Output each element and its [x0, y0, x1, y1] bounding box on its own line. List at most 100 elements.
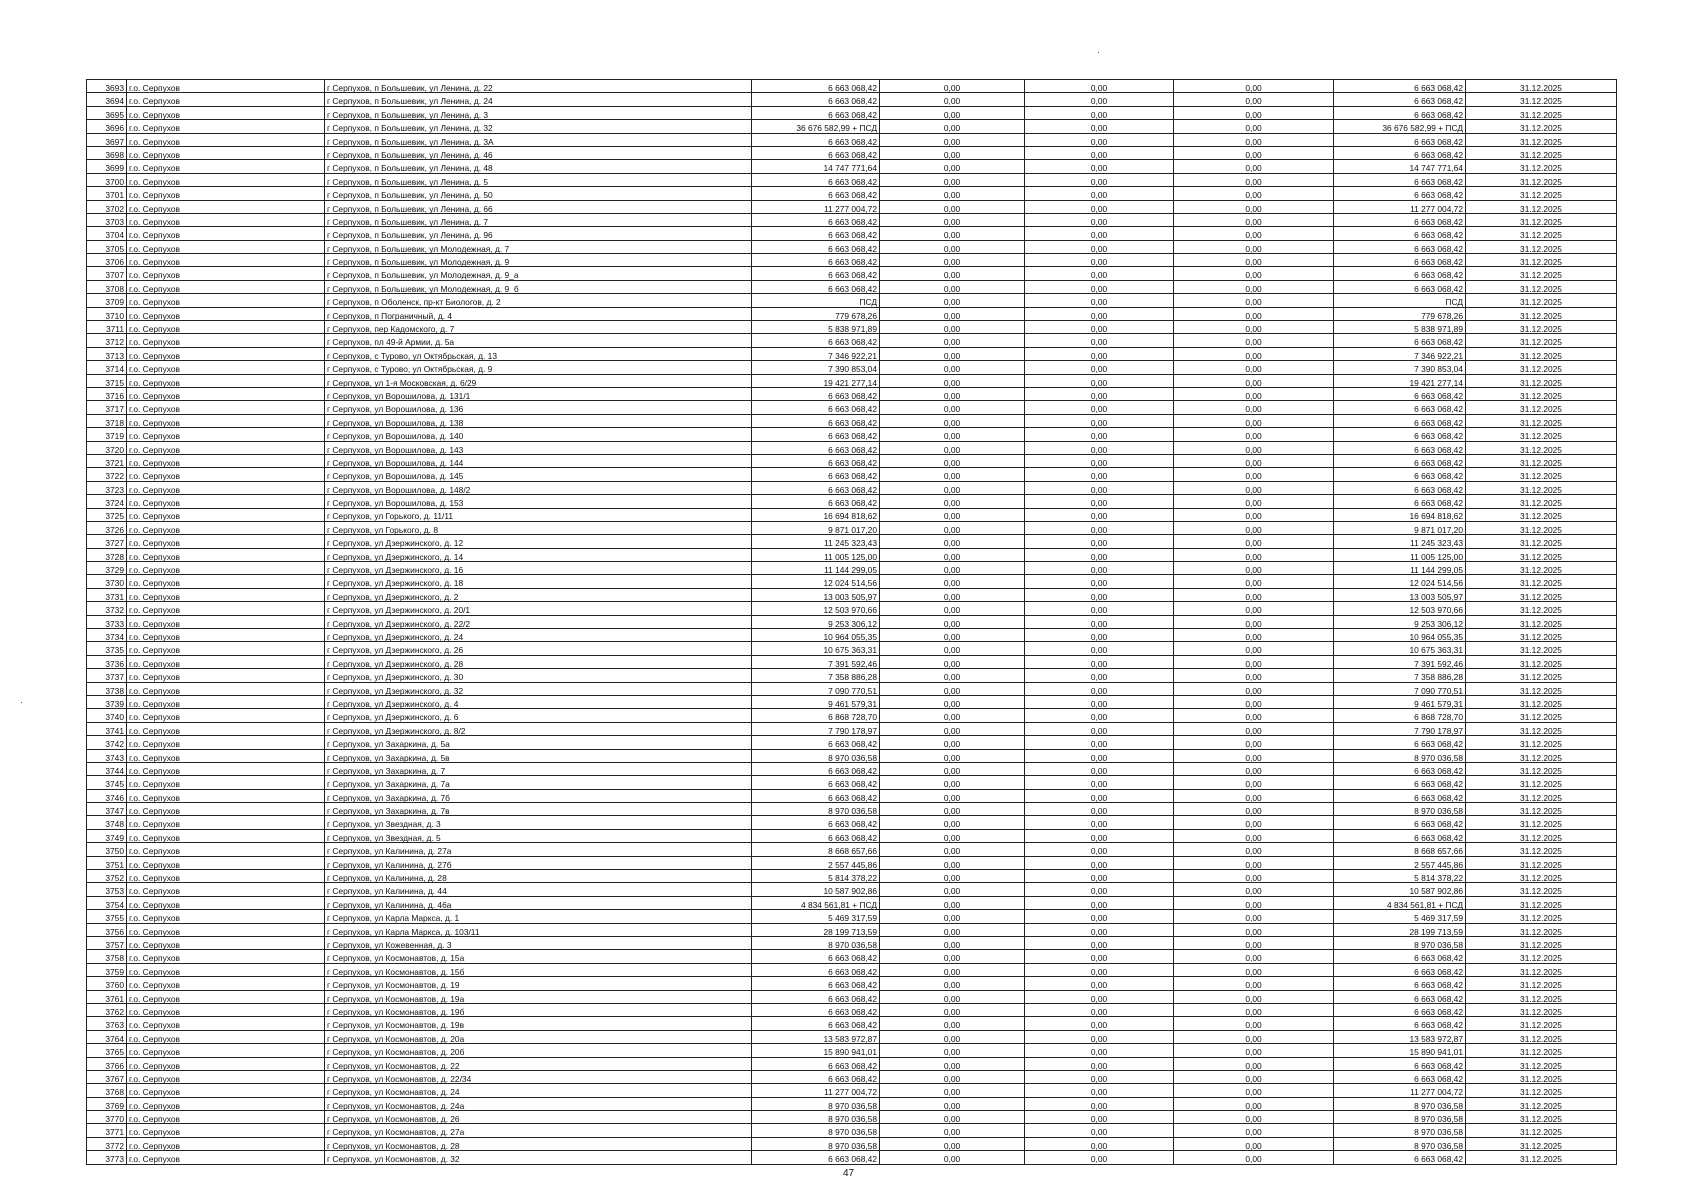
cost-final-cell: 6 663 068,42 [1333, 761, 1466, 777]
address-cell: г Серпухов, п Большевик, ул Ленина, д. 3 [324, 105, 752, 121]
address-cell: г Серпухов, ул Захаркина, д. 7б [324, 788, 752, 804]
cost-zero-cell: 0,00 [879, 654, 1025, 670]
cost-zero-cell: 0,00 [1024, 788, 1174, 804]
cost-zero-cell: 0,00 [1024, 828, 1174, 844]
municipality-cell: г.о. Серпухов [126, 909, 325, 924]
row-number-cell: 3706 [86, 253, 127, 268]
address-cell: г Серпухов, ул Дзержинского, д. 14 [324, 547, 752, 563]
address-cell: г Серпухов, ул Космонавтов, д. 28 [324, 1136, 752, 1152]
cost-zero-cell: 0,00 [1173, 507, 1334, 522]
row-number-cell: 3746 [86, 788, 127, 804]
address-cell: г Серпухов, ул Звездная, д. 5 [324, 828, 752, 844]
address-cell: г Серпухов, ул Ворошилова, д. 131/1 [324, 386, 752, 402]
address-cell: г Серпухов, п Большевик, ул Ленина, д. 4… [324, 159, 752, 174]
address-cell: г Серпухов, ул Калинина, д. 46а [324, 895, 752, 911]
address-cell: г Серпухов, ул Калинина, д. 27а [324, 842, 752, 857]
cost-final-cell: 8 970 036,58 [1333, 1123, 1466, 1138]
deadline-date-cell: 31.12.2025 [1465, 1016, 1617, 1031]
address-cell: г Серпухов, ул Карла Маркса, д. 103/11 [324, 922, 752, 938]
address-cell: г Серпухов, ул Кожевенная, д. 3 [324, 935, 752, 951]
municipality-cell: г.о. Серпухов [126, 842, 325, 857]
cost-zero-cell: 0,00 [879, 922, 1025, 938]
cost-total-cell: 5 469 317,59 [751, 909, 880, 924]
address-cell: г Серпухов, ул Дзержинского, д. 22/2 [324, 614, 752, 630]
cost-final-cell: 6 663 068,42 [1333, 92, 1466, 107]
cost-total-cell: 6 663 068,42 [751, 1150, 880, 1165]
row-number-cell: 3730 [86, 574, 127, 589]
municipality-cell: г.о. Серпухов [126, 78, 325, 94]
address-cell: г Серпухов, ул Дзержинского, д. 16 [324, 561, 752, 576]
municipality-cell: г.о. Серпухов [126, 333, 325, 348]
address-cell: г Серпухов, ул Горького, д. 11/11 [324, 507, 752, 522]
address-cell: г Серпухов, ул Космонавтов, д. 22/34 [324, 1069, 752, 1085]
cost-zero-cell: 0,00 [1024, 145, 1174, 161]
cost-final-cell: 36 676 582,99 + ПСД [1333, 119, 1466, 134]
address-cell: г Серпухов, ул Космонавтов, д. 20б [324, 1043, 752, 1058]
address-cell: г Серпухов, п Большевик, ул Ленина, д. 5 [324, 172, 752, 188]
cost-zero-cell: 0,00 [1024, 400, 1174, 415]
row-number-cell: 3728 [86, 547, 127, 563]
cost-zero-cell: 0,00 [1173, 681, 1334, 696]
cost-zero-cell: 0,00 [1024, 547, 1174, 563]
row-number-cell: 3757 [86, 935, 127, 951]
cost-zero-cell: 0,00 [1024, 775, 1174, 790]
deadline-date-cell: 31.12.2025 [1465, 1043, 1617, 1058]
row-number-cell: 3698 [86, 145, 127, 161]
cost-zero-cell: 0,00 [879, 279, 1025, 295]
cost-zero-cell: 0,00 [1024, 815, 1174, 830]
row-number-cell: 3710 [86, 306, 127, 322]
cost-zero-cell: 0,00 [1173, 386, 1334, 402]
municipality-cell: г.о. Серпухов [126, 788, 325, 804]
cost-total-cell: 11 277 004,72 [751, 199, 880, 214]
cost-zero-cell: 0,00 [1024, 587, 1174, 603]
cost-zero-cell: 0,00 [1024, 212, 1174, 228]
deadline-date-cell: 31.12.2025 [1465, 547, 1617, 563]
address-cell: г Серпухов, ул Звездная, д. 3 [324, 815, 752, 830]
row-number-cell: 3699 [86, 159, 127, 174]
row-number-cell: 3759 [86, 962, 127, 978]
deadline-date-cell: 31.12.2025 [1465, 78, 1617, 94]
deadline-date-cell: 31.12.2025 [1465, 949, 1617, 964]
cost-total-cell: 6 663 068,42 [751, 815, 880, 830]
deadline-date-cell: 31.12.2025 [1465, 1136, 1617, 1152]
cost-final-cell: 10 675 363,31 [1333, 641, 1466, 656]
deadline-date-cell: 31.12.2025 [1465, 761, 1617, 777]
cost-zero-cell: 0,00 [879, 735, 1025, 750]
address-cell: г Серпухов, ул Космонавтов, д. 32 [324, 1150, 752, 1165]
cost-zero-cell: 0,00 [1024, 199, 1174, 214]
row-number-cell: 3711 [86, 320, 127, 335]
cost-zero-cell: 0,00 [1173, 266, 1334, 281]
municipality-cell: г.о. Серпухов [126, 494, 325, 509]
cost-zero-cell: 0,00 [1173, 467, 1334, 482]
cost-final-cell: 6 663 068,42 [1333, 453, 1466, 469]
cost-zero-cell: 0,00 [1173, 614, 1334, 630]
address-cell: г Серпухов, ул Космонавтов, д. 26 [324, 1110, 752, 1125]
row-number-cell: 3770 [86, 1110, 127, 1125]
cost-zero-cell: 0,00 [879, 467, 1025, 482]
deadline-date-cell: 31.12.2025 [1465, 668, 1617, 683]
address-cell: г Серпухов, п Большевик, ул Ленина, д. 3… [324, 132, 752, 147]
deadline-date-cell: 31.12.2025 [1465, 1096, 1617, 1112]
cost-zero-cell: 0,00 [1173, 279, 1334, 295]
cost-zero-cell: 0,00 [1173, 922, 1334, 938]
cost-final-cell: 8 970 036,58 [1333, 1096, 1466, 1112]
cost-total-cell: 6 663 068,42 [751, 1056, 880, 1071]
address-cell: г Серпухов, ул Космонавтов, д. 24 [324, 1083, 752, 1098]
cost-zero-cell: 0,00 [1173, 1069, 1334, 1085]
row-number-cell: 3729 [86, 561, 127, 576]
cost-zero-cell: 0,00 [879, 962, 1025, 978]
